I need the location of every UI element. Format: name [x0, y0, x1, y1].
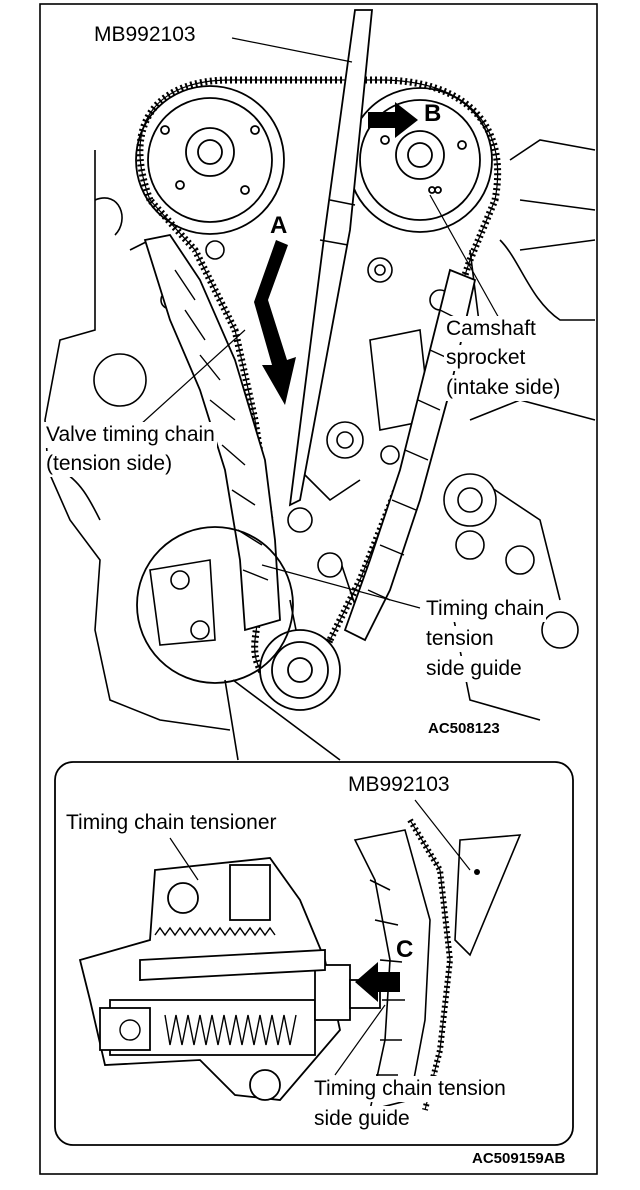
arrow-c-label: C — [396, 936, 414, 963]
tool-mb992103 — [288, 9, 373, 507]
detail-guide-label-line2: side guide — [312, 1106, 412, 1132]
figure-code-bottom: AC509159AB — [470, 1150, 568, 1167]
figure-code-top: AC508123 — [426, 720, 502, 737]
intake-camshaft-sprocket — [347, 87, 493, 233]
tensioner-label: Timing chain tensioner — [64, 810, 279, 836]
arrow-b-label: B — [424, 100, 442, 127]
chain-label-line1: Valve timing chain — [44, 422, 217, 448]
arrow-a-label: A — [270, 212, 288, 239]
detail-leader-lines — [169, 799, 471, 1076]
tensioner-spring — [119, 926, 297, 1046]
tensioner-detail-circle — [136, 526, 294, 684]
arrow-a — [254, 240, 296, 405]
tensioner-small — [149, 559, 216, 646]
arrow-b — [368, 102, 418, 138]
detail-tool-mb992103 — [454, 834, 522, 957]
camshaft-label-line1: Camshaft — [444, 316, 538, 342]
guide-label-line2: tension — [424, 626, 496, 652]
tool-label-top: MB992103 — [92, 22, 198, 48]
detail-guide-label-line1: Timing chain tension — [312, 1076, 508, 1102]
chain-label-line2: (tension side) — [44, 451, 175, 477]
exhaust-camshaft-sprocket — [135, 85, 285, 235]
crankshaft-sprocket — [259, 629, 341, 711]
slack-guide-ribs — [367, 309, 461, 601]
guide-label-line3: side guide — [424, 656, 524, 682]
figure-frame — [39, 3, 598, 1175]
detail-chain-guide — [353, 829, 431, 1112]
guide-label-line1: Timing chain — [424, 596, 547, 622]
tension-side-guide — [143, 233, 281, 632]
detail-callout-lines — [224, 679, 341, 761]
leader-lines — [139, 37, 501, 609]
guide-ribs — [174, 269, 269, 581]
camshaft-label-line2: sprocket — [444, 345, 528, 371]
tool-label-detail: MB992103 — [346, 772, 452, 798]
detail-tensioner — [78, 857, 381, 1101]
arrow-c — [355, 962, 400, 1002]
camshaft-label-line3: (intake side) — [444, 375, 563, 401]
